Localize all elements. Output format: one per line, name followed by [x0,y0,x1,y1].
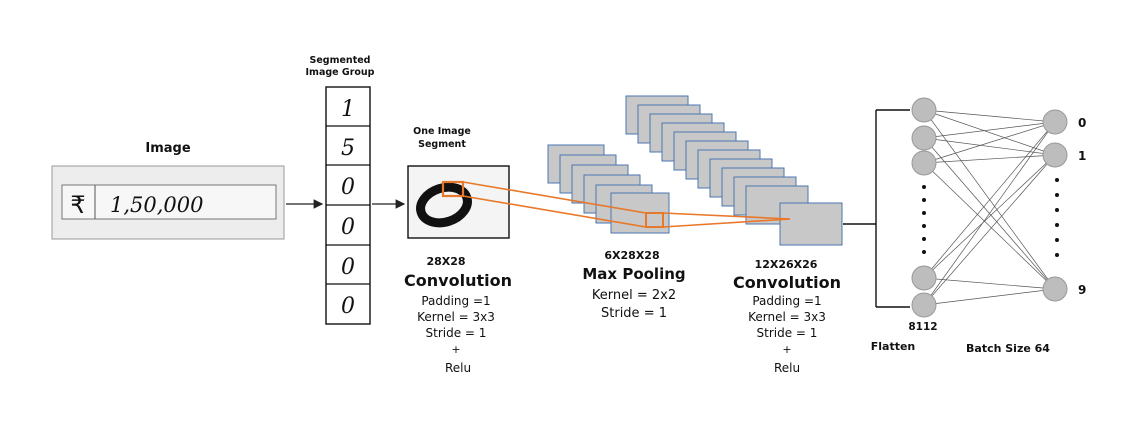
ellipsis-dot [1055,238,1059,242]
input-image: ₹ 1,50,000 [51,165,285,240]
ellipsis-dot [922,250,926,254]
conv2-stride: Stride = 1 [757,326,818,340]
segment-highlight [441,180,465,198]
neuron [1042,276,1068,302]
pool-highlight [645,212,664,228]
neuron [911,97,937,123]
projection-line [662,218,791,228]
flatten-bracket [843,109,910,308]
conv2-plus: + [782,343,791,356]
ellipsis-dot [922,185,926,189]
image-title: Image [145,141,190,156]
conv2-feature-maps [625,95,843,246]
segment-group-title-2: Image Group [306,67,375,78]
conv2-kernel: Kernel = 3x3 [748,310,826,324]
dense-connections [923,109,1056,306]
conv2-size: 12X26X26 [755,258,818,271]
conv2-padding: Padding =1 [752,294,821,308]
ellipsis-dot [922,211,926,215]
output-label: 0 [1078,116,1086,130]
segment-digit: 0 [341,294,355,319]
one-segment-title-2: Segment [418,139,466,150]
amount-text: 1,50,000 [110,193,204,217]
ellipsis-dot [1055,208,1059,212]
conv1-stride: Stride = 1 [426,326,487,340]
ellipsis-dot [922,198,926,202]
ellipsis-dot [922,237,926,241]
flatten-count: 8112 [908,321,937,333]
segment-group: 1 5 0 0 0 0 [325,86,371,325]
conv1-padding: Padding =1 [421,294,490,308]
conv1-name: Convolution [404,271,512,290]
batch-size-label: Batch Size 64 [966,342,1050,355]
projection-line [462,195,647,228]
ellipsis-dot [1055,193,1059,197]
segment-digit: 0 [341,175,355,200]
ellipsis-dot [1055,223,1059,227]
projection-line [462,181,647,214]
pool-stride: Stride = 1 [601,306,667,321]
neuron [911,292,937,318]
flatten-label: Flatten [871,340,916,353]
segment-digit: 0 [341,215,355,240]
neuron [911,150,937,176]
ellipsis-dot [922,224,926,228]
pool-kernel: Kernel = 2x2 [592,288,676,303]
neuron [911,125,937,151]
rupee-symbol: ₹ [70,191,85,219]
flatten-layer [911,97,937,318]
pool-feature-maps [547,144,670,234]
conv1-activation: Relu [445,361,471,375]
segment-digit: 0 [341,255,355,280]
output-label: 9 [1078,283,1086,297]
output-layer [1042,109,1068,302]
segment-digit: 5 [341,136,355,161]
conv1-size: 28X28 [426,255,465,268]
pool-size: 6X28X28 [604,249,659,262]
neuron [1042,142,1068,168]
ellipsis-dot [1055,178,1059,182]
neuron [1042,109,1068,135]
neuron [911,265,937,291]
one-segment-title-1: One Image [413,126,471,137]
conv2-name: Convolution [733,273,841,292]
projection-line [662,212,791,220]
output-label: 1 [1078,149,1086,163]
conv1-kernel: Kernel = 3x3 [417,310,495,324]
one-segment-image [407,165,510,239]
conv1-plus: + [451,343,460,356]
pool-name: Max Pooling [582,265,685,283]
segment-group-title-1: Segmented [310,55,371,66]
ellipsis-dot [1055,253,1059,257]
conv2-activation: Relu [774,361,800,375]
segment-digit: 1 [341,97,355,122]
